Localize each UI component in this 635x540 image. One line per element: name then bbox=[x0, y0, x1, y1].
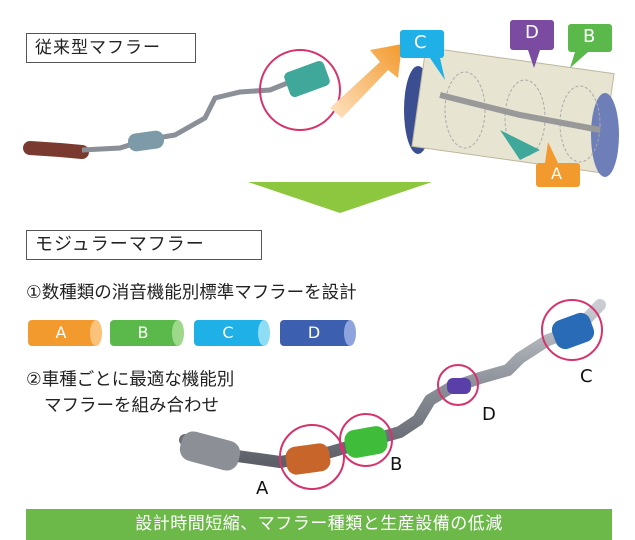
callout-b bbox=[568, 24, 612, 68]
callout-a bbox=[536, 142, 580, 187]
circle-c bbox=[541, 299, 603, 361]
module-d: D bbox=[280, 320, 356, 346]
pipe-label-b: B bbox=[390, 454, 403, 475]
result-banner: 設計時間短縮、マフラー種類と生産設備の低減 bbox=[26, 509, 612, 540]
highlight-circle bbox=[259, 49, 341, 131]
callout-a-letter: A bbox=[551, 164, 562, 183]
step1-text: ①数種類の消音機能別標準マフラーを設計 bbox=[26, 283, 357, 303]
circle-b bbox=[339, 413, 393, 467]
pipe-label-a: A bbox=[256, 478, 269, 499]
module-a: A bbox=[28, 320, 102, 346]
module-b: B bbox=[110, 320, 184, 346]
down-arrow bbox=[248, 182, 432, 213]
step2-line1: ②車種ごとに最適な機能別 bbox=[26, 370, 235, 390]
module-d-letter: D bbox=[307, 323, 321, 342]
pipe-label-d: D bbox=[482, 404, 496, 425]
expand-arrow bbox=[330, 44, 402, 118]
module-c: C bbox=[194, 320, 270, 346]
module-a-letter: A bbox=[55, 323, 67, 342]
modular-muffler-label: モジュラーマフラー bbox=[26, 230, 262, 260]
callout-d bbox=[510, 20, 554, 68]
module-b-letter: B bbox=[137, 323, 149, 342]
conventional-muffler-label: 従来型マフラー bbox=[26, 33, 196, 63]
callout-c-letter: C bbox=[414, 32, 427, 53]
circle-a bbox=[279, 424, 345, 490]
pipe-label-c: C bbox=[580, 366, 593, 387]
callout-d-letter: D bbox=[525, 22, 539, 43]
circle-d bbox=[437, 364, 479, 406]
conventional-exhaust bbox=[23, 61, 330, 159]
muffler-cutaway bbox=[404, 46, 619, 177]
callout-b-letter: B bbox=[583, 26, 596, 47]
step2-line2: マフラーを組み合わせ bbox=[44, 396, 219, 416]
callout-c bbox=[400, 30, 445, 80]
modular-exhaust bbox=[179, 299, 606, 475]
module-c-letter: C bbox=[222, 323, 234, 342]
